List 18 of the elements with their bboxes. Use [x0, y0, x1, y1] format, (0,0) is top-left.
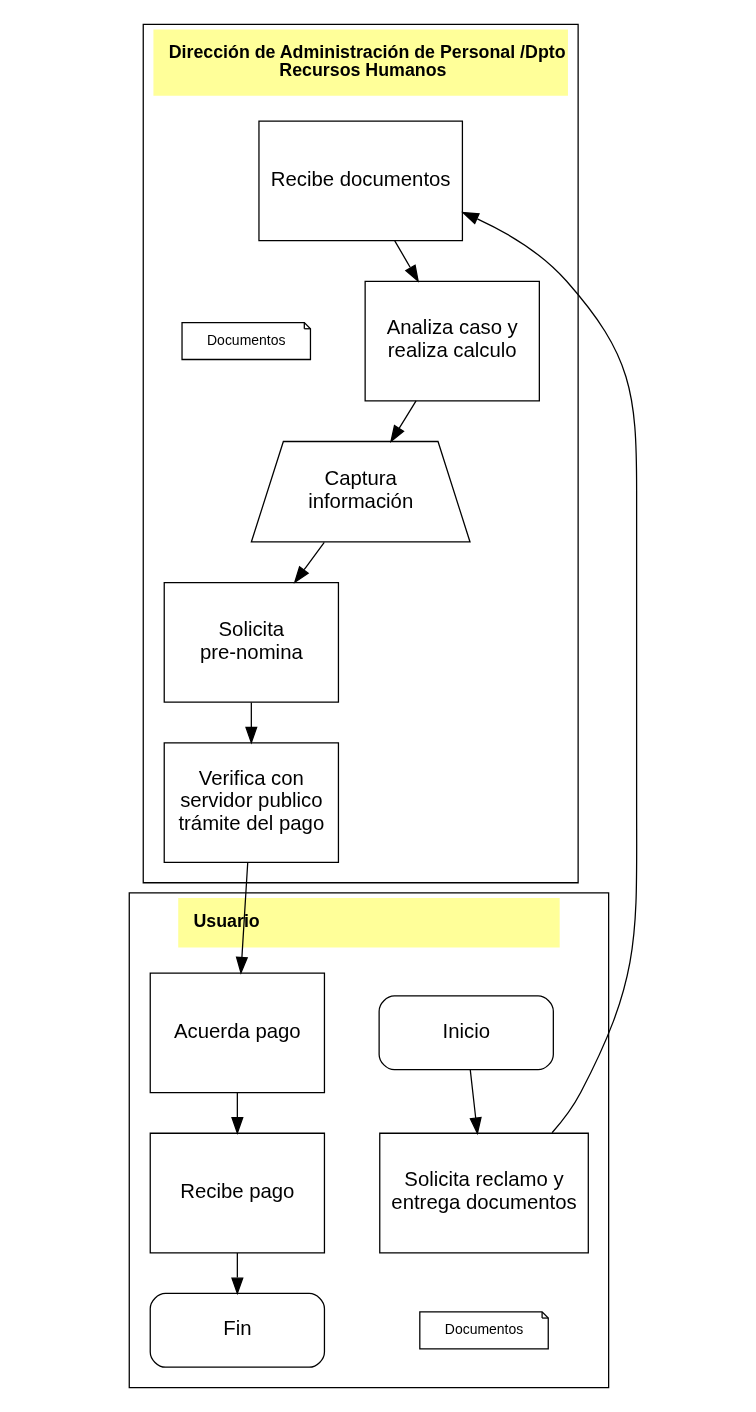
- node-box: Fin: [149, 1292, 326, 1368]
- arrow: [231, 1092, 244, 1135]
- node-box: Verifica con servidor publico trámite del pago: [163, 742, 340, 864]
- node-box: Analiza caso y realiza calculo: [364, 280, 540, 402]
- arrow: [461, 211, 638, 1134]
- node-box: Recibe documentos: [258, 120, 464, 242]
- node-box: Inicio: [378, 995, 554, 1071]
- node-box: Solicita pre-nomina: [163, 582, 340, 703]
- node-box: Recibe pago: [149, 1132, 326, 1254]
- arrow: [390, 400, 417, 444]
- arrow: [394, 240, 420, 283]
- node-box: Acuerda pago: [149, 972, 326, 1094]
- arrow: [293, 541, 325, 584]
- arrow: [231, 1252, 244, 1296]
- arrow: [235, 861, 249, 975]
- arrow: [469, 1069, 482, 1136]
- node-box: Solicita reclamo y entrega documentos: [379, 1132, 589, 1254]
- arrow: [245, 701, 258, 745]
